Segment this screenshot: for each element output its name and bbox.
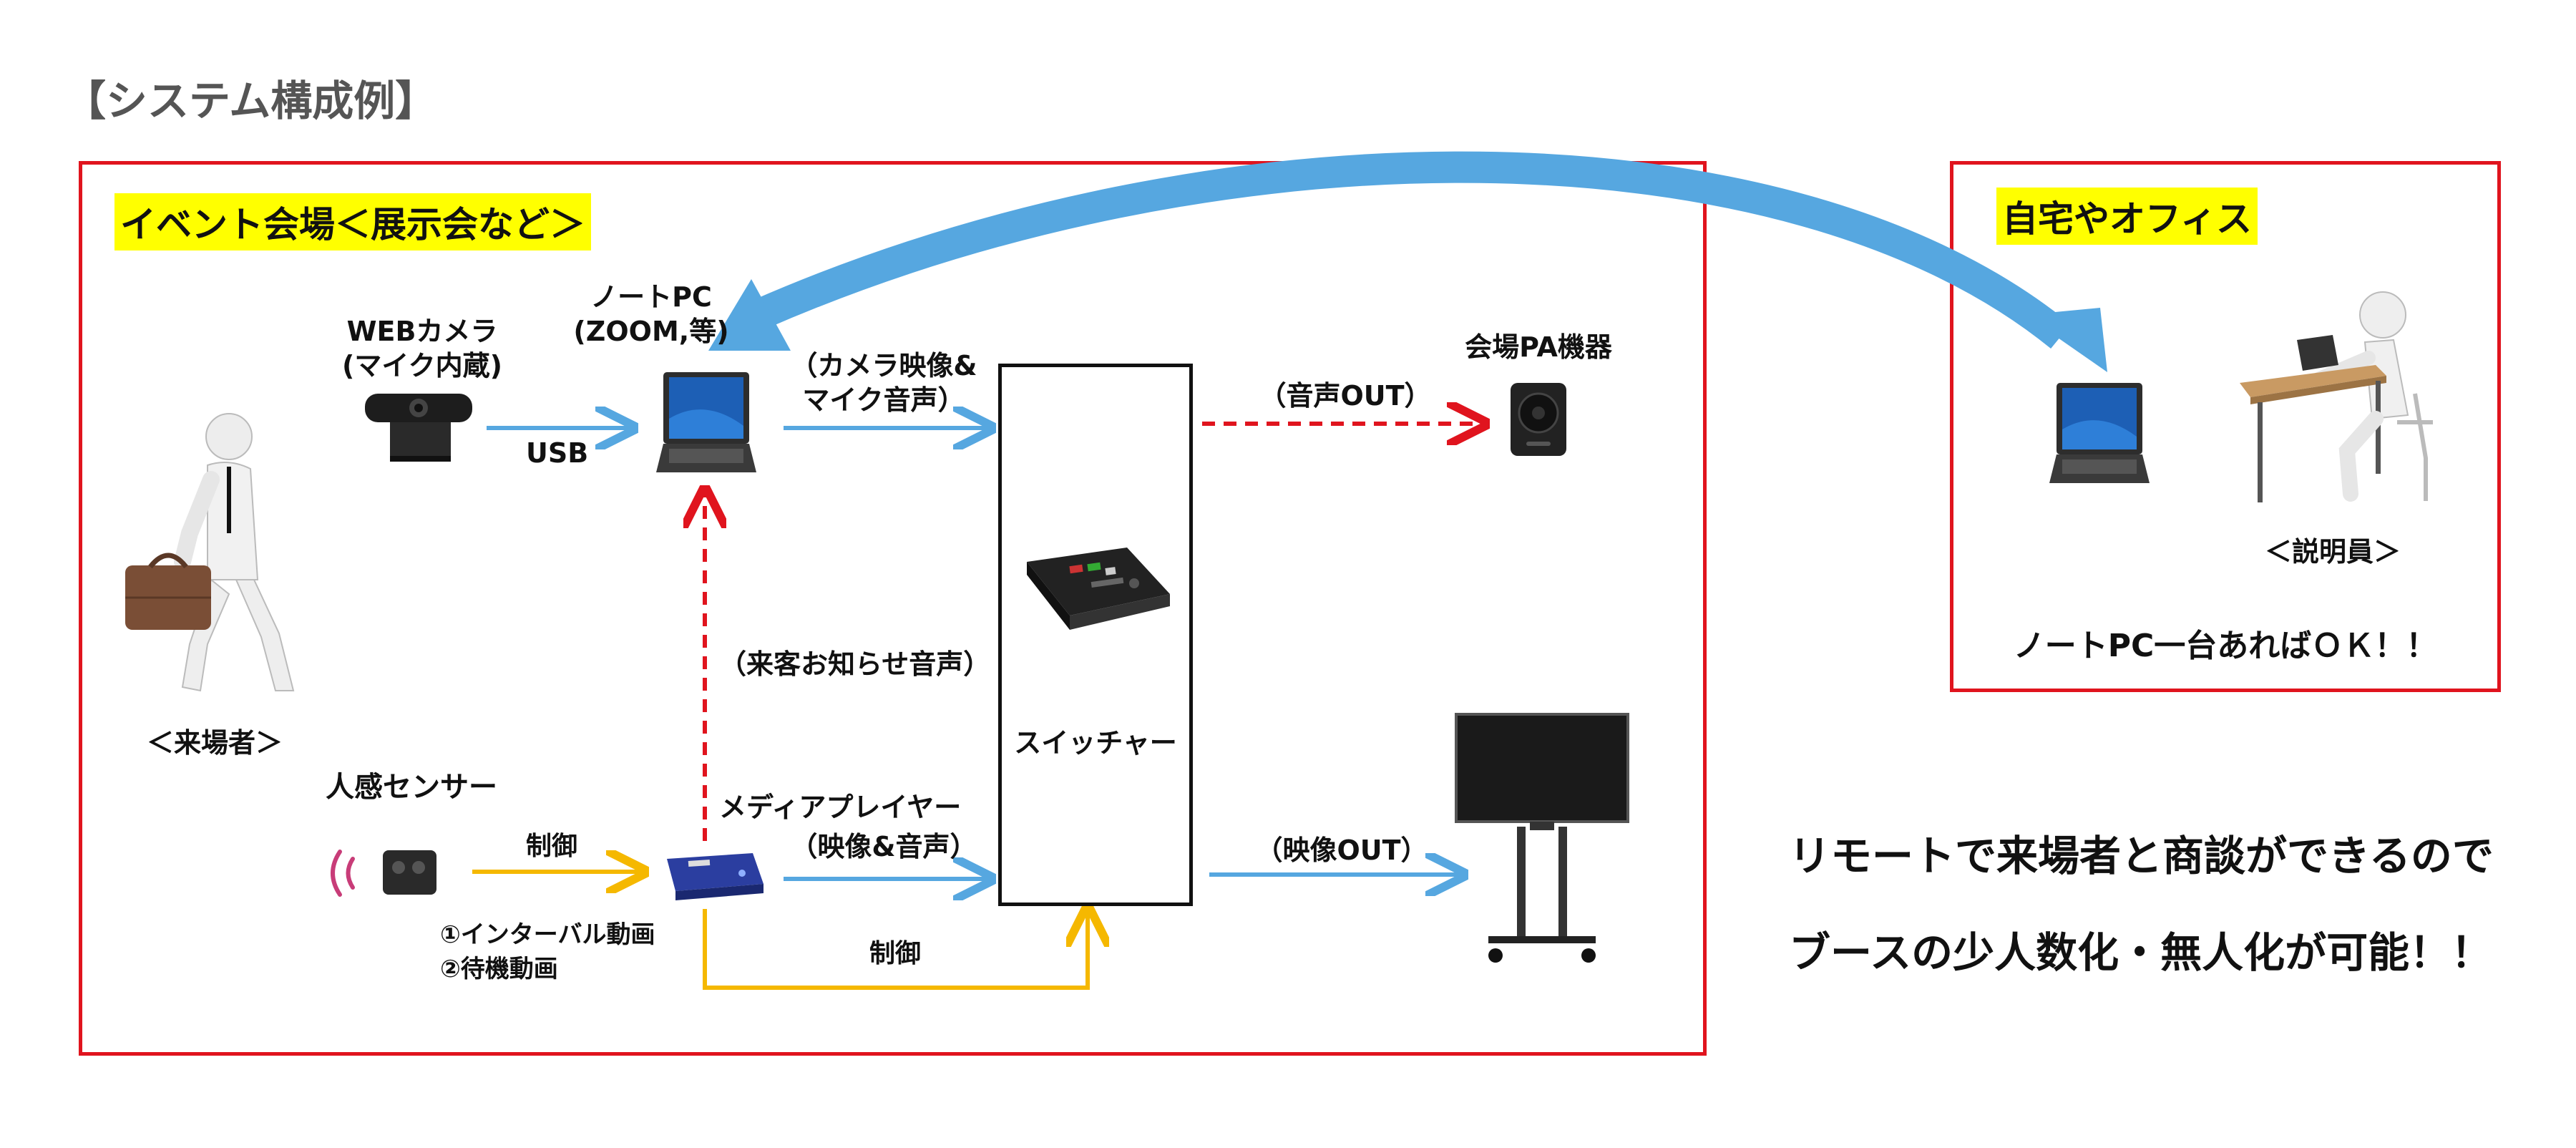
- pa-speaker-icon: [1511, 383, 1566, 456]
- switcher-box: [998, 364, 1193, 906]
- remote-laptop-icon: [2049, 383, 2150, 483]
- player-label: メディアプレイヤー: [719, 792, 962, 823]
- pa-label: 会場PA機器: [1465, 331, 1612, 363]
- playlist-item-2: ②待機動画: [440, 955, 558, 983]
- staff-label: ＜説明員＞: [2264, 536, 2401, 568]
- video-out-label: （映像OUT）: [1255, 835, 1428, 866]
- ok-label: ノートPC一台あればＯＫ！！: [2013, 628, 2438, 664]
- player-control-label: 制御: [869, 939, 922, 968]
- video-audio-label: （映像&音声）: [790, 831, 977, 862]
- page-title: 【システム構成例】: [64, 77, 437, 125]
- webcam-icon: [365, 394, 472, 462]
- staff-at-desk-figure: [2240, 291, 2433, 502]
- sensor-control-label: 制御: [526, 832, 578, 861]
- laptop-label: ノートPC (ZOOM,等): [573, 281, 729, 347]
- display-stand-icon: [1455, 713, 1629, 963]
- switcher-device-icon: [1027, 548, 1170, 630]
- tagline-line-1: リモートで来場者と商談ができるので: [1789, 832, 2494, 880]
- cam-mic-label: （カメラ映像& マイク音声）: [790, 350, 977, 416]
- remote-heading: 自宅やオフィス: [1996, 188, 2258, 245]
- usb-label: USB: [526, 437, 589, 469]
- remote-link-arrowhead-left: [708, 279, 791, 351]
- visitor-figure: [125, 413, 295, 692]
- media-player-icon: [667, 853, 763, 900]
- player-control-arrow: [703, 909, 1088, 990]
- remote-link-arrow: [752, 151, 2071, 349]
- notify-label: （来客お知らせ音声）: [719, 648, 991, 680]
- visitor-label: ＜来場者＞: [146, 727, 283, 759]
- audio-out-label: （音声OUT）: [1259, 380, 1432, 412]
- tagline-line-2: ブースの少人数化・無人化が可能！！: [1789, 928, 2493, 977]
- sensor-label: 人感センサー: [326, 771, 497, 804]
- venue-laptop-icon: [656, 372, 756, 472]
- venue-frame: [79, 161, 1707, 1056]
- playlist-item-1: ①インターバル動画: [440, 920, 655, 949]
- remote-frame: [1950, 161, 2501, 692]
- remote-link-arrowhead-right: [2025, 308, 2107, 372]
- motion-sensor-icon: [331, 850, 436, 897]
- switcher-label: スイッチャー: [1014, 727, 1177, 759]
- venue-heading: イベント会場＜展示会など＞: [114, 193, 591, 250]
- webcam-label: WEBカメラ (マイク内蔵): [342, 316, 502, 381]
